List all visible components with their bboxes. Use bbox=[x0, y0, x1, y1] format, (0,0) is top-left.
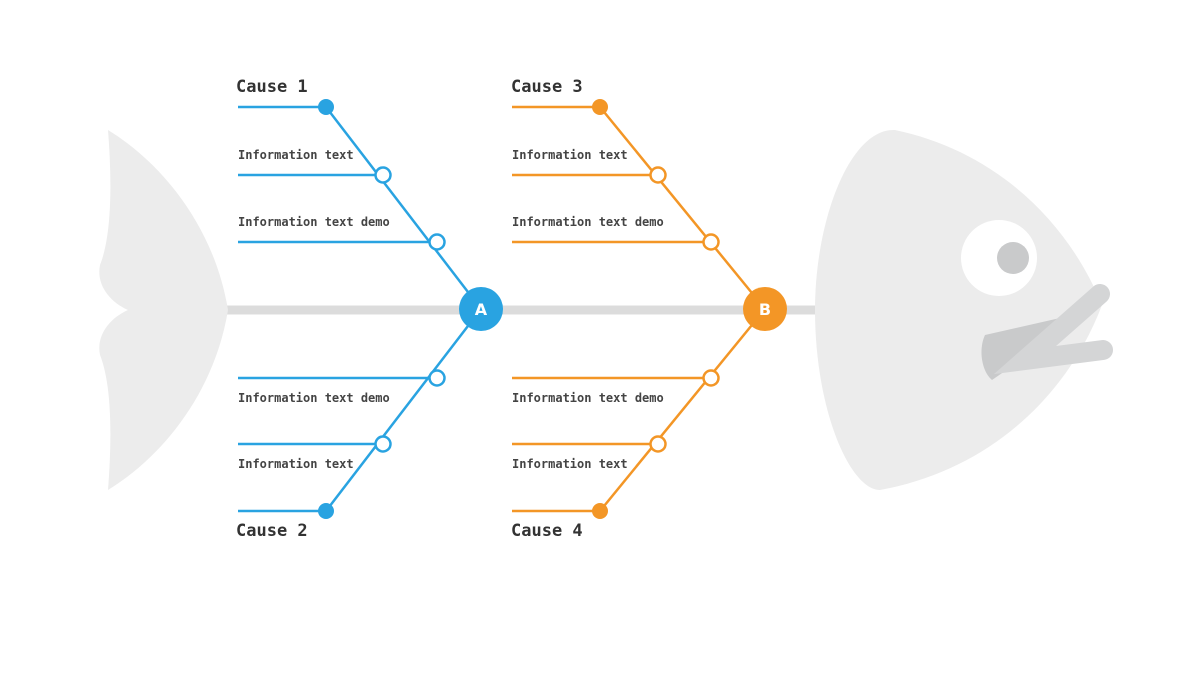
cause-4-item-1: Information text demo bbox=[512, 391, 664, 405]
node-a-label: A bbox=[475, 300, 488, 319]
cause-2-item-2-marker bbox=[374, 435, 392, 453]
cause-3-marker bbox=[592, 99, 608, 115]
cause-1-title: Cause 1 bbox=[236, 77, 308, 97]
node-b: B bbox=[743, 287, 787, 331]
cause-4-item-1-marker bbox=[702, 369, 720, 387]
cause-2-item-1: Information text demo bbox=[238, 391, 390, 405]
cause-3-title: Cause 3 bbox=[511, 77, 583, 97]
cause-1-item-1-marker bbox=[374, 166, 392, 184]
cause-2-marker bbox=[318, 503, 334, 519]
cause-3-item-2-marker bbox=[702, 233, 720, 251]
cause-1-marker bbox=[318, 99, 334, 115]
cause-2-item-2: Information text bbox=[238, 457, 354, 471]
cause-4-item-2: Information text bbox=[512, 457, 628, 471]
node-a: A bbox=[459, 287, 503, 331]
cause-1-item-2-marker bbox=[428, 233, 446, 251]
cause-3-item-1: Information text bbox=[512, 148, 628, 162]
cause-1-branch: Cause 1 Information text Information tex… bbox=[236, 77, 482, 310]
cause-4-branch: Information text demo Information text C… bbox=[511, 308, 766, 541]
fish-head bbox=[815, 129, 1102, 491]
cause-3-branch: Cause 3 Information text Information tex… bbox=[511, 77, 766, 310]
cause-4-marker bbox=[592, 503, 608, 519]
cause-1-item-2: Information text demo bbox=[238, 215, 390, 229]
fish-mouth-upper bbox=[993, 284, 1113, 375]
cause-4-title: Cause 4 bbox=[511, 521, 583, 541]
cause-3-item-2: Information text demo bbox=[512, 215, 664, 229]
node-b-label: B bbox=[759, 300, 771, 319]
fish-tail bbox=[99, 130, 228, 490]
cause-1-item-1: Information text bbox=[238, 148, 354, 162]
cause-2-item-1-marker bbox=[428, 369, 446, 387]
fish-pupil bbox=[997, 242, 1029, 274]
cause-2-title: Cause 2 bbox=[236, 521, 308, 541]
cause-3-item-1-marker bbox=[649, 166, 667, 184]
cause-4-item-2-marker bbox=[649, 435, 667, 453]
cause-2-branch: Information text demo Information text C… bbox=[236, 308, 482, 541]
